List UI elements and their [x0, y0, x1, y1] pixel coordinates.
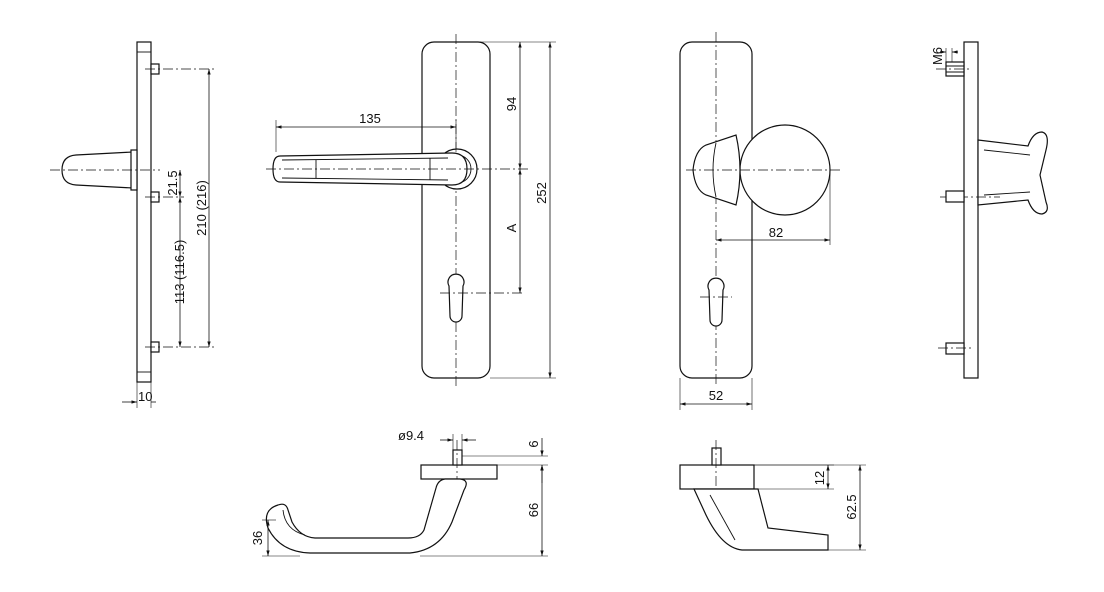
lever-top-view: ø9.4 6 66 36: [250, 428, 548, 557]
dim-knob-lever-height: 62.5: [844, 494, 859, 519]
dim-grip-height: 36: [250, 531, 265, 545]
knob-top-view: 12 62.5: [679, 440, 866, 551]
lever-side-view: 10 21.5 113 (116.5) 210 (216): [50, 41, 214, 408]
lever-front-view: 135 94 A 252: [266, 34, 556, 386]
dim-lever-top-offset: 94: [504, 97, 519, 111]
dim-lever-distance: A: [504, 223, 519, 232]
dim-lever-length: 135: [359, 111, 381, 126]
dim-spindle-diameter: ø9.4: [398, 428, 424, 443]
dim-plate-length: 252: [534, 182, 549, 204]
dim-side-thickness: 10: [138, 389, 152, 404]
dim-side-lower-holes: 113 (116.5): [172, 240, 187, 305]
knob-side-view: M6: [930, 41, 1048, 379]
dim-side-spindle-offset: 21.5: [165, 170, 180, 195]
dim-plate-width: 52: [709, 388, 723, 403]
dim-screw-thread: M6: [930, 47, 945, 65]
dim-rose-step: 6: [526, 440, 541, 447]
dim-knob-projection: 82: [769, 225, 783, 240]
knob-front-view: 82 52: [679, 32, 840, 410]
dim-knob-rose-height: 12: [812, 471, 827, 485]
dim-side-upper-holes: 210 (216): [194, 180, 209, 236]
dim-lever-height: 66: [526, 503, 541, 517]
